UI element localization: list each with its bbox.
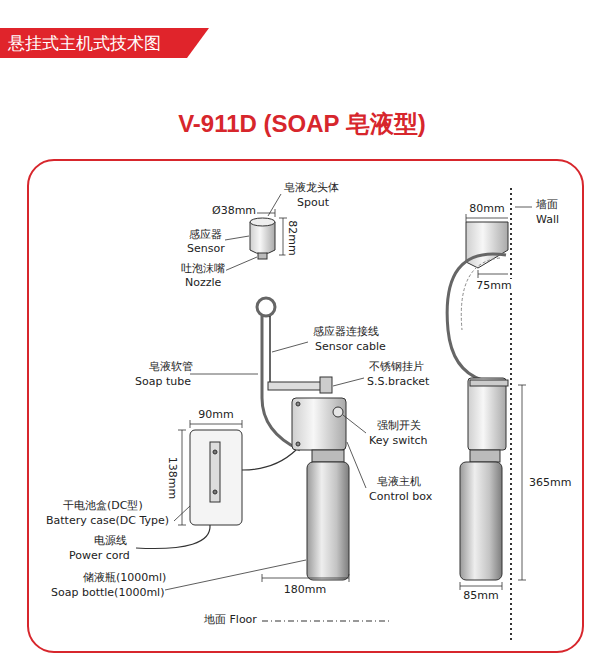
part-label: 地面 Floor	[203, 613, 258, 626]
dimension-label: 80mm	[468, 202, 505, 215]
part-label: 电源线	[93, 534, 128, 547]
frame	[28, 160, 583, 652]
floor-line	[262, 621, 392, 622]
part-label: Sensor	[186, 242, 226, 255]
diagram-title: V-911D (SOAP 皂液型)	[178, 108, 426, 140]
part-label: Soap tube	[134, 375, 192, 388]
part-label: 不锈钢挂片	[368, 360, 425, 373]
part-label: 强制开关	[376, 419, 422, 432]
part-label: 感应器连接线	[312, 325, 380, 338]
part-label: Control box	[368, 490, 433, 503]
header-banner: 悬挂式主机式技术图	[0, 28, 209, 58]
part-label: Battery case(DC Type)	[45, 514, 170, 527]
part-label: Wall	[535, 213, 560, 226]
part-label: 吐泡沫嘴	[180, 262, 226, 275]
part-label: 365mm	[528, 476, 572, 489]
dimension-label: 138mm	[166, 456, 179, 500]
part-label: Power cord	[68, 549, 131, 562]
part-label: Key switch	[368, 434, 429, 447]
dimension-label: 85mm	[462, 589, 499, 602]
part-label: 皂液龙头体	[283, 181, 340, 194]
dimension-lines	[178, 209, 526, 590]
side-view	[447, 188, 511, 640]
part-label: 干电池盒(DC型)	[62, 499, 144, 512]
part-label: Spout	[296, 196, 330, 209]
dimension-label: 180mm	[283, 583, 327, 596]
part-label: 储液瓶(1000ml)	[82, 571, 167, 584]
part-label: 皂液软管	[148, 360, 194, 373]
part-label: 墙面	[535, 198, 559, 211]
part-label: Soap bottle(1000ml)	[50, 586, 165, 599]
part-label: Nozzle	[184, 276, 222, 289]
part-label: Ø38mm	[211, 204, 257, 217]
part-label: Sensor cable	[314, 340, 387, 353]
part-label: S.S.bracket	[366, 375, 430, 388]
part-label: 皂液主机	[376, 475, 422, 488]
dimension-label: 75mm	[475, 279, 512, 292]
leader-lines	[165, 194, 532, 590]
dimension-label: 90mm	[197, 408, 234, 421]
banner-text: 悬挂式主机式技术图	[0, 28, 161, 58]
dimension-label: 82mm	[286, 219, 299, 256]
part-label: 感应器	[188, 228, 223, 241]
